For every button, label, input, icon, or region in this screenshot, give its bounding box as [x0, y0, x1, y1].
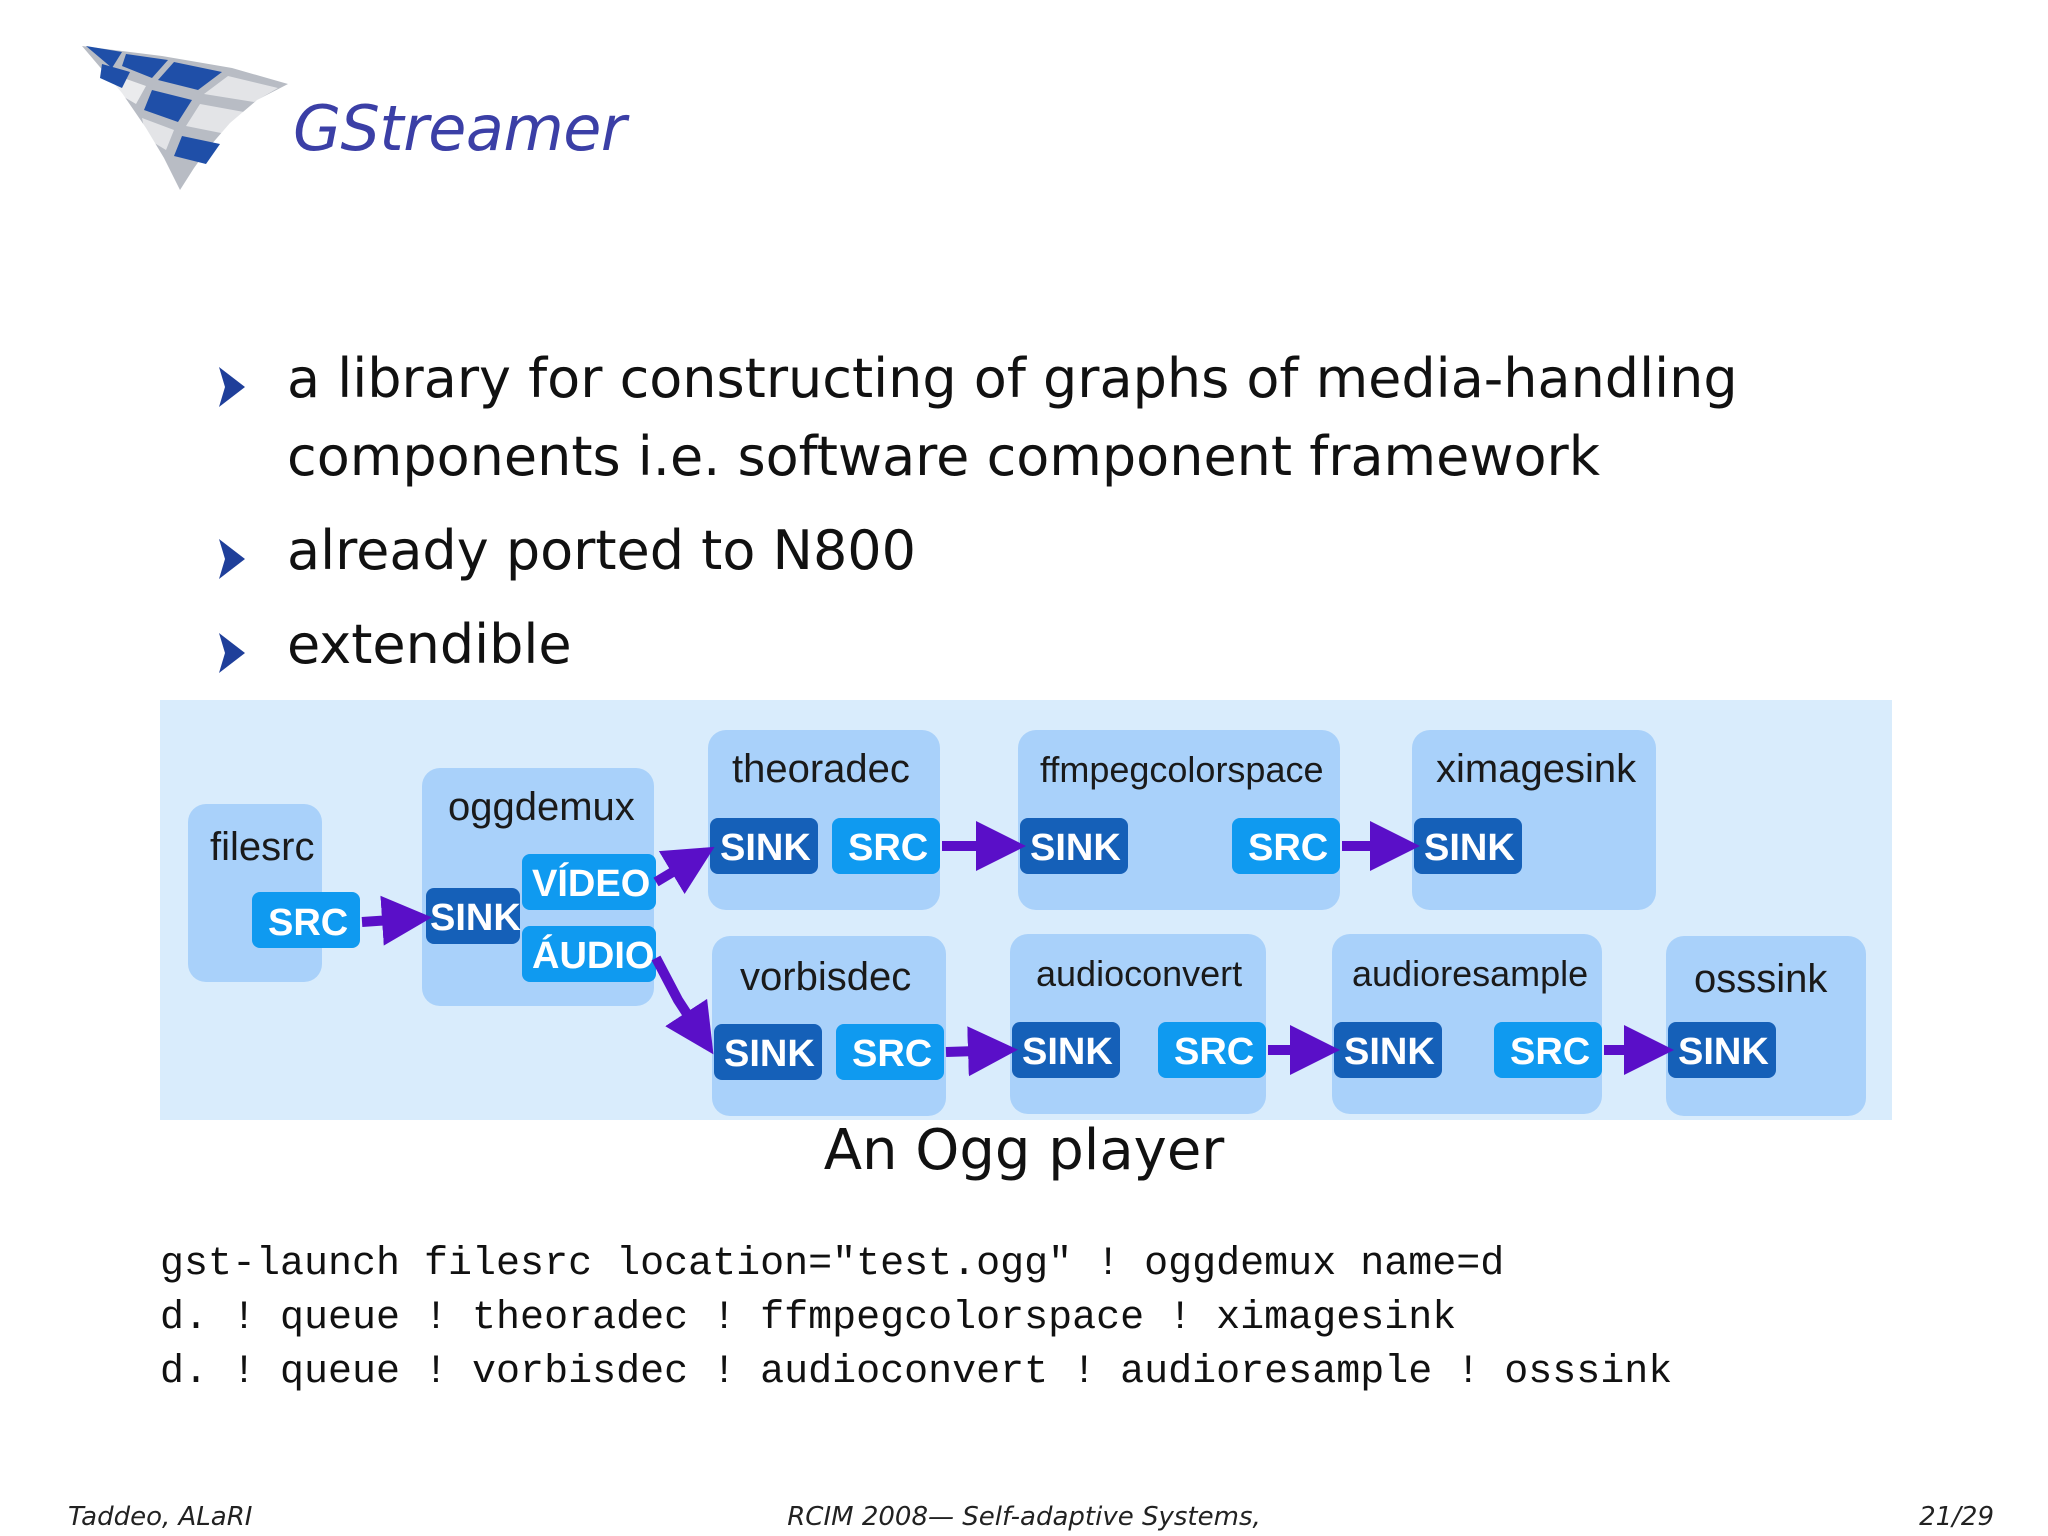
ogg-pipeline-diagram: filesrc SRC oggdemux SINK VÍDEO ÁUDIO th…	[160, 700, 1892, 1120]
code-line: d. ! queue ! theoradec ! ffmpegcolorspac…	[160, 1296, 1457, 1341]
code-line: gst-launch filesrc location="test.ogg" !…	[160, 1242, 1505, 1287]
sink-pad	[426, 888, 520, 944]
src-pad	[252, 892, 360, 948]
sink-pad	[1334, 1022, 1442, 1078]
element-label: theoradec	[732, 747, 910, 791]
element-label: vorbisdec	[740, 955, 911, 999]
pad-label: SINK	[1344, 1031, 1435, 1073]
pad-label: SRC	[1248, 827, 1328, 869]
footer-page-number: 21/29	[1919, 1502, 1994, 1532]
element-label: audioresample	[1352, 953, 1588, 994]
bullet-item: extendible	[215, 606, 1775, 684]
pad-label: VÍDEO	[532, 861, 650, 905]
bullet-list: a library for constructing of graphs of …	[215, 340, 1775, 700]
pad-label: SINK	[1030, 827, 1121, 869]
pad-label: SINK	[720, 827, 811, 869]
element-label: filesrc	[210, 825, 314, 869]
pad-label: SRC	[1174, 1031, 1254, 1073]
pad-label: SRC	[852, 1033, 932, 1075]
pad-label: SINK	[430, 897, 521, 939]
pad-label: SINK	[1678, 1031, 1769, 1073]
audio-src-pad	[522, 926, 656, 982]
link-arrow	[653, 846, 715, 895]
bullet-arrow-icon	[219, 367, 245, 407]
bullet-arrow-icon	[219, 633, 245, 673]
element-label: ximagesink	[1436, 747, 1637, 791]
sink-pad	[1020, 818, 1128, 874]
figure-caption: An Ogg player	[823, 1118, 1225, 1183]
pad-label: SRC	[848, 827, 928, 869]
src-pad	[1494, 1022, 1602, 1078]
link-arrow	[945, 1026, 1018, 1077]
bullet-text: a library for constructing of graphs of …	[287, 347, 1738, 410]
pad-label: SINK	[724, 1033, 815, 1075]
src-pad	[832, 818, 940, 874]
pad-label: SINK	[1022, 1031, 1113, 1073]
element-label: oggdemux	[448, 785, 635, 829]
bullet-arrow-icon	[219, 539, 245, 579]
sink-pad	[714, 1024, 822, 1080]
sink-pad	[1012, 1022, 1120, 1078]
gstreamer-logo	[82, 46, 288, 190]
pad-label: SINK	[1424, 827, 1515, 869]
pad-label: SRC	[268, 902, 348, 944]
sink-pad	[1668, 1022, 1776, 1078]
bullet-text: extendible	[287, 613, 572, 676]
element-label: osssink	[1694, 957, 1828, 1001]
src-pad	[1232, 818, 1340, 874]
bullet-text-continued: components i.e. software component frame…	[287, 425, 1601, 488]
video-src-pad	[522, 854, 656, 910]
link-arrow	[361, 895, 432, 946]
footer-author: Taddeo, ALaRI	[68, 1502, 253, 1532]
bullet-item: a library for constructing of graphs of …	[215, 340, 1775, 496]
link-arrow	[651, 955, 714, 1055]
bullet-item: already ported to N800	[215, 512, 1775, 590]
src-pad	[836, 1024, 944, 1080]
code-line: d. ! queue ! vorbisdec ! audioconvert ! …	[160, 1350, 1673, 1395]
code-block: gst-launch filesrc location="test.ogg" !…	[160, 1238, 1672, 1400]
sink-pad	[710, 818, 818, 874]
element-label: audioconvert	[1036, 953, 1242, 994]
src-pad	[1158, 1022, 1266, 1078]
slide-title: GStreamer	[293, 92, 626, 165]
sink-pad	[1414, 818, 1522, 874]
element-label: ffmpegcolorspace	[1040, 749, 1324, 790]
pad-label: SRC	[1510, 1031, 1590, 1073]
pad-label: ÁUDIO	[532, 933, 654, 977]
footer-event: RCIM 2008— Self-adaptive Systems,	[787, 1502, 1261, 1532]
bullet-text: already ported to N800	[287, 519, 917, 582]
